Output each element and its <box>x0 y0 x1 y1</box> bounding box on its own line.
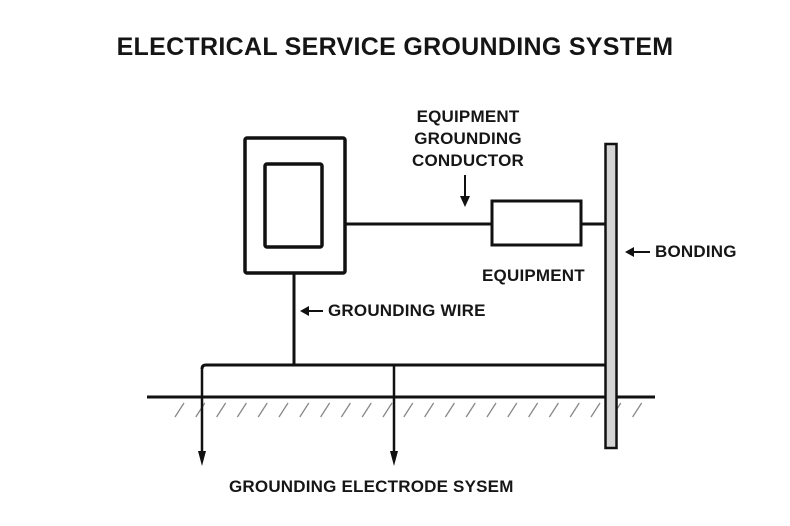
egc-arrow-icon <box>460 175 470 207</box>
egc-label-line-1: EQUIPMENT <box>416 107 520 126</box>
hatch-mark <box>465 402 476 418</box>
ground-rod-1-arrow-icon <box>198 451 206 466</box>
equipment-grounding-conductor-label: EQUIPMENT GROUNDING CONDUCTOR <box>388 106 548 172</box>
earth-hatching <box>174 402 643 418</box>
hatch-mark <box>361 402 372 418</box>
hatch-mark <box>382 402 393 418</box>
hatch-mark <box>216 402 227 418</box>
egc-label-line-2: GROUNDING <box>414 129 522 148</box>
hatch-mark <box>590 402 601 418</box>
bonding-label: BONDING <box>655 242 737 261</box>
ground-rod-2-arrow-icon <box>390 451 398 466</box>
hatch-mark <box>236 402 247 418</box>
grounding-wire-arrow-icon <box>300 306 323 316</box>
hatch-mark <box>340 402 351 418</box>
hatch-mark <box>403 402 414 418</box>
hatch-mark <box>444 402 455 418</box>
bonding-bar <box>604 142 618 450</box>
service-panel-inner <box>263 162 324 249</box>
bonding-arrow-icon <box>625 247 650 257</box>
hatch-mark <box>195 402 206 418</box>
hatch-mark <box>174 402 185 418</box>
hatch-mark <box>632 402 643 418</box>
hatch-mark <box>528 402 539 418</box>
hatch-mark <box>548 402 559 418</box>
service-panel <box>243 136 347 275</box>
hatch-mark <box>299 402 310 418</box>
egc-label-line-3: CONDUCTOR <box>412 151 524 170</box>
hatch-mark <box>278 402 289 418</box>
grounding-bus-line <box>200 363 606 370</box>
hatch-mark <box>424 402 435 418</box>
hatch-mark <box>486 402 497 418</box>
hatch-mark <box>257 402 268 418</box>
grounding-electrode-system-label: GROUNDING ELECTRODE SYSEM <box>229 477 514 496</box>
hatch-mark <box>569 402 580 418</box>
diagram-title: ELECTRICAL SERVICE GROUNDING SYSTEM <box>116 33 674 61</box>
hatch-mark <box>507 402 518 418</box>
ground-rod-2 <box>390 365 398 466</box>
grounding-wire-label: GROUNDING WIRE <box>328 301 486 320</box>
hatch-mark <box>320 402 331 418</box>
equipment-box <box>490 199 583 247</box>
ground-rod-1 <box>198 369 206 466</box>
equipment-label: EQUIPMENT <box>482 266 585 285</box>
